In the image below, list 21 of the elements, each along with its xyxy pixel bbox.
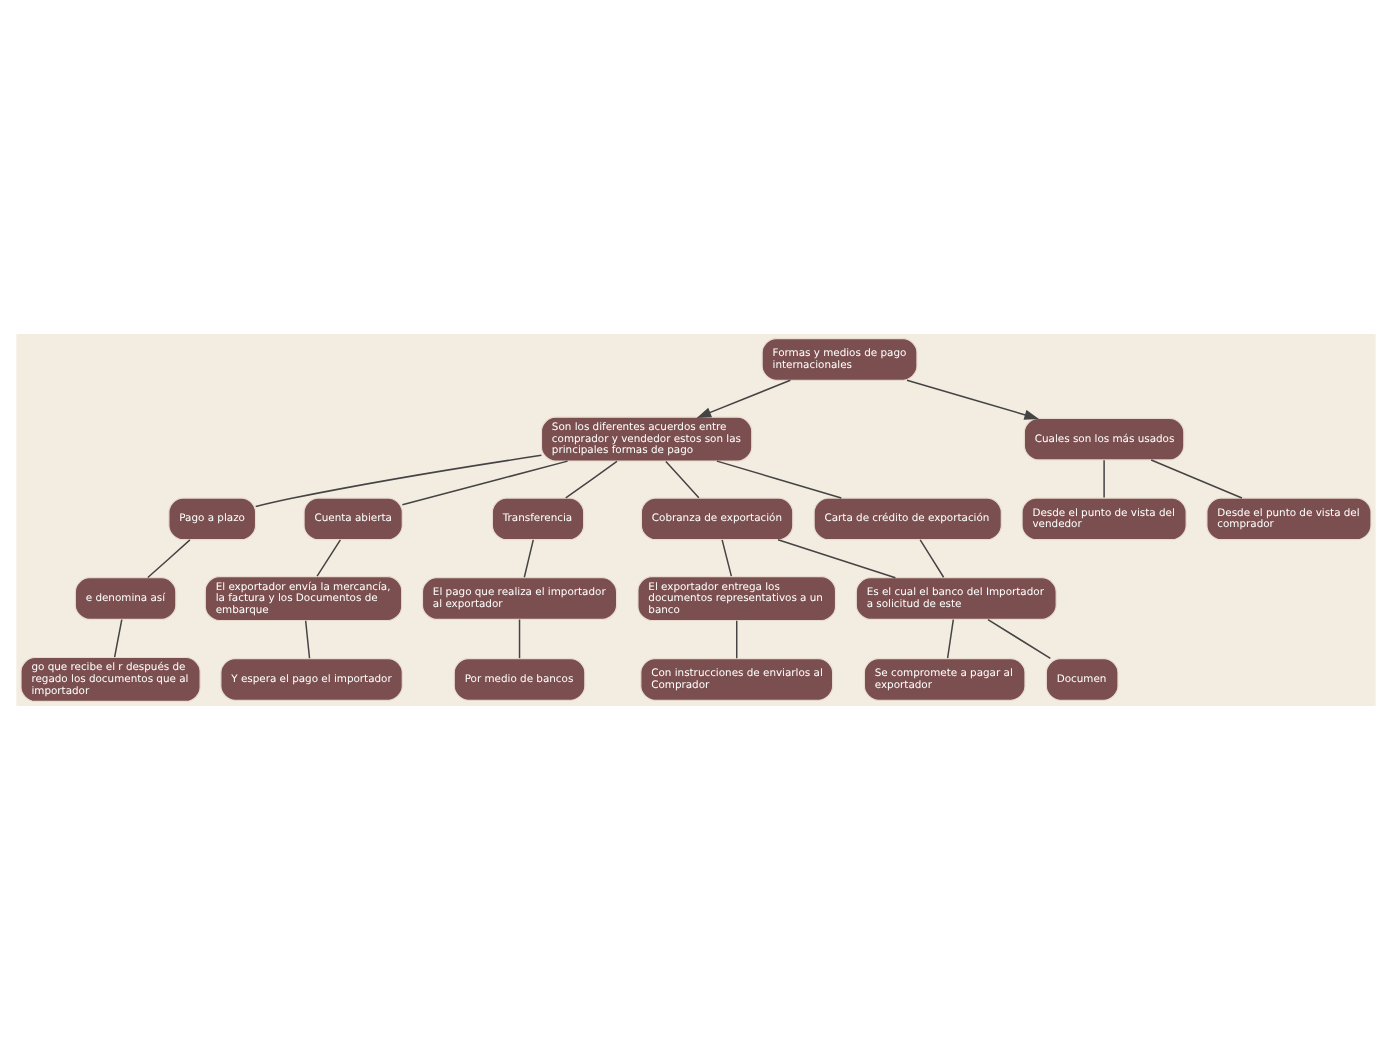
connector (113, 618, 123, 658)
connector (255, 454, 543, 508)
connector (721, 539, 733, 577)
connector (1103, 459, 1105, 499)
arrow (906, 379, 1039, 420)
connector (523, 539, 534, 578)
connector (518, 618, 521, 659)
connector (987, 618, 1052, 660)
connector (304, 620, 311, 659)
connector (665, 460, 700, 499)
connector (565, 460, 618, 499)
connector (946, 618, 955, 659)
connector (147, 539, 191, 579)
connector (777, 539, 897, 579)
connector (919, 539, 945, 578)
connector (401, 460, 569, 506)
connector (1150, 459, 1243, 499)
connector (716, 460, 843, 499)
arrow (696, 379, 792, 418)
connector (735, 620, 738, 659)
connector (316, 539, 342, 577)
